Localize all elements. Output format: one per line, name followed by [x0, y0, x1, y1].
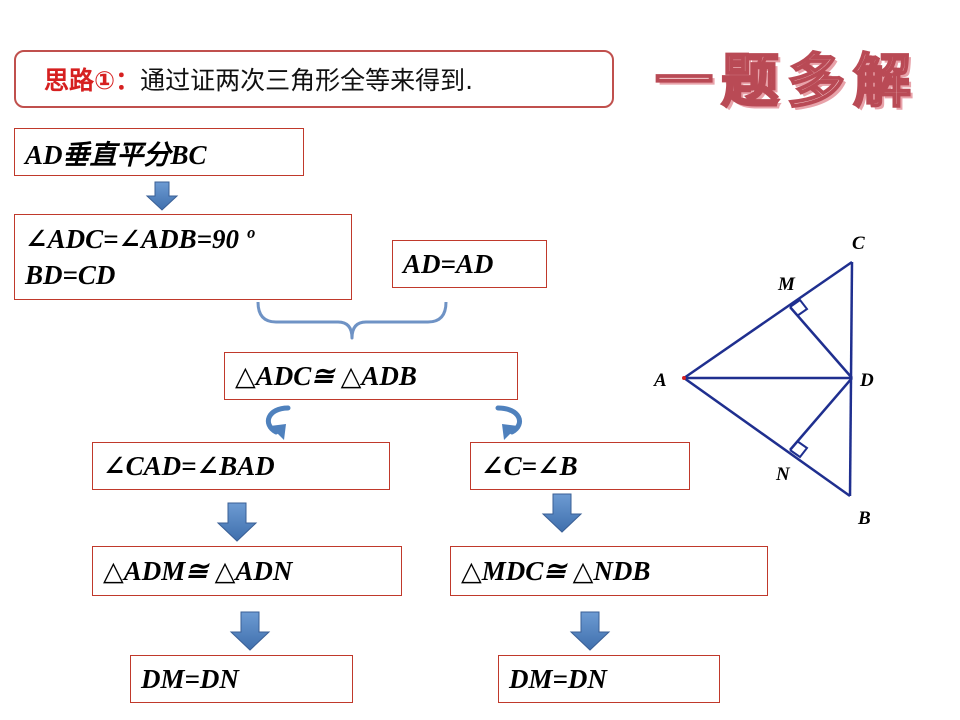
right-angle-text: ∠ADC=∠ADB=90 º: [25, 224, 254, 254]
point-label-c: C: [852, 233, 865, 254]
angle-cad-bad-box: ∠CAD=∠BAD: [92, 442, 390, 490]
right-result-text: DM=DN: [509, 663, 607, 694]
point-label-b: B: [857, 508, 871, 529]
down-arrow-icon: [541, 493, 583, 533]
brace-icon: [256, 301, 448, 340]
congruent-adc-adb-box: △ADC≅ △ADB: [224, 352, 518, 400]
point-a-dot: [682, 376, 686, 380]
right-angle-mark-icon: [789, 298, 809, 459]
congruent-adc-adb-text: △ADC≅ △ADB: [235, 360, 417, 391]
common-side-text: AD=AD: [403, 248, 494, 279]
point-label-d: D: [859, 370, 874, 391]
down-arrow-icon: [216, 502, 258, 542]
left-result-box: DM=DN: [130, 655, 353, 703]
right-angle-box: ∠ADC=∠ADB=90 º BD=CD: [14, 214, 352, 300]
point-label-a: A: [653, 370, 667, 391]
congruent-mdc-ndb-box: △MDC≅ △NDB: [450, 546, 768, 596]
idea-title-box: 思路①： 通过证两次三角形全等来得到.: [14, 50, 614, 108]
congruent-adm-adn-box: △ADM≅ △ADN: [92, 546, 402, 596]
down-arrow-icon: [229, 611, 271, 651]
given-text: AD垂直平分BC: [25, 139, 207, 170]
right-result-box: DM=DN: [498, 655, 720, 703]
point-label-m: M: [777, 274, 796, 295]
idea-label: 思路①：: [44, 66, 141, 95]
given-box: AD垂直平分BC: [14, 128, 304, 176]
curved-arrow-left-icon: [265, 405, 291, 440]
common-side-box: AD=AD: [392, 240, 547, 288]
congruent-adm-adn-text: △ADM≅ △ADN: [103, 555, 293, 586]
point-label-n: N: [775, 464, 791, 485]
left-result-text: DM=DN: [141, 663, 239, 694]
idea-text: 通过证两次三角形全等来得到.: [140, 66, 474, 95]
angle-c-b-box: ∠C=∠B: [470, 442, 690, 490]
angle-cad-bad-text: ∠CAD=∠BAD: [103, 450, 275, 481]
congruent-mdc-ndb-text: △MDC≅ △NDB: [461, 555, 651, 586]
angle-c-b-text: ∠C=∠B: [481, 450, 578, 481]
brand-title: 一题多解: [654, 46, 919, 116]
curved-arrow-right-icon: [495, 405, 522, 440]
down-arrow-icon: [569, 611, 611, 651]
triangle-figure: [683, 260, 854, 498]
equal-segments-text: BD=CD: [25, 260, 116, 290]
down-arrow-icon: [145, 181, 179, 211]
